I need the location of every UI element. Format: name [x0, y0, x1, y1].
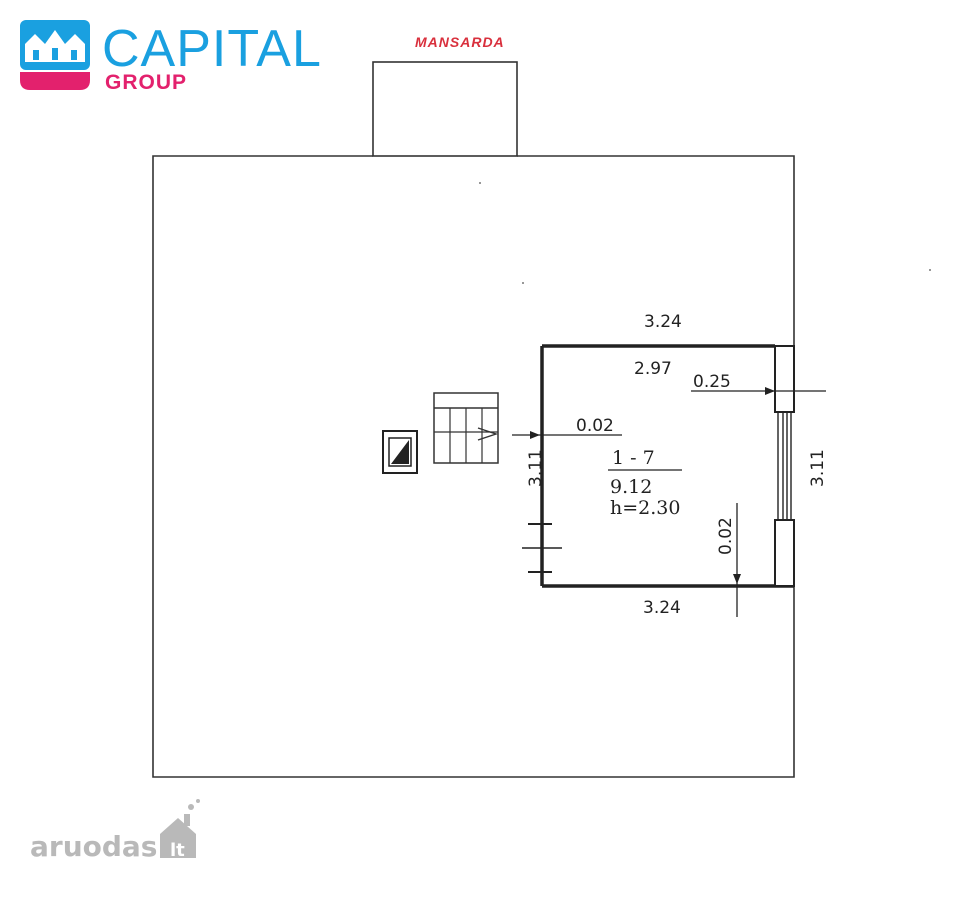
- dim-left-side: 3.11: [526, 449, 546, 487]
- window: [777, 412, 792, 520]
- dim-right-side: 3.11: [808, 449, 828, 487]
- dim-bottom-gap: 0.02: [716, 517, 736, 555]
- room-height: h=2.30: [610, 497, 680, 519]
- house-watermark-icon: [160, 799, 200, 858]
- dim-top-outer: 3.24: [644, 312, 682, 332]
- watermark-suffix: lt: [170, 840, 185, 861]
- dim-left-gap: 0.02: [576, 416, 614, 436]
- dim-bottom: 3.24: [643, 598, 681, 618]
- dimension-ticks: [530, 387, 775, 584]
- dimension-lines: [512, 390, 826, 617]
- capital-group-logo[interactable]: CAPITAL GROUP: [20, 20, 322, 94]
- room-walls: [522, 344, 795, 588]
- logo-subtitle: GROUP: [105, 71, 187, 94]
- building-outline: [152, 155, 795, 778]
- vent-icon: [382, 430, 418, 474]
- dim-top-inner: 2.97: [634, 359, 672, 379]
- floor-label: MANSARDA: [415, 34, 505, 50]
- logo-title: CAPITAL: [102, 20, 322, 78]
- scan-dots: [479, 182, 931, 284]
- watermark-text: aruodas: [30, 830, 157, 863]
- house-logo-icon: [20, 20, 90, 90]
- room-id: 1 - 7: [612, 447, 655, 469]
- aruodas-watermark[interactable]: aruodas lt: [30, 799, 200, 863]
- door-marks: [522, 523, 562, 573]
- staircase-icon: [433, 392, 499, 464]
- dim-wall-right: 0.25: [693, 372, 731, 392]
- chimney-icon: [372, 61, 518, 157]
- room-area: 9.12: [610, 476, 652, 498]
